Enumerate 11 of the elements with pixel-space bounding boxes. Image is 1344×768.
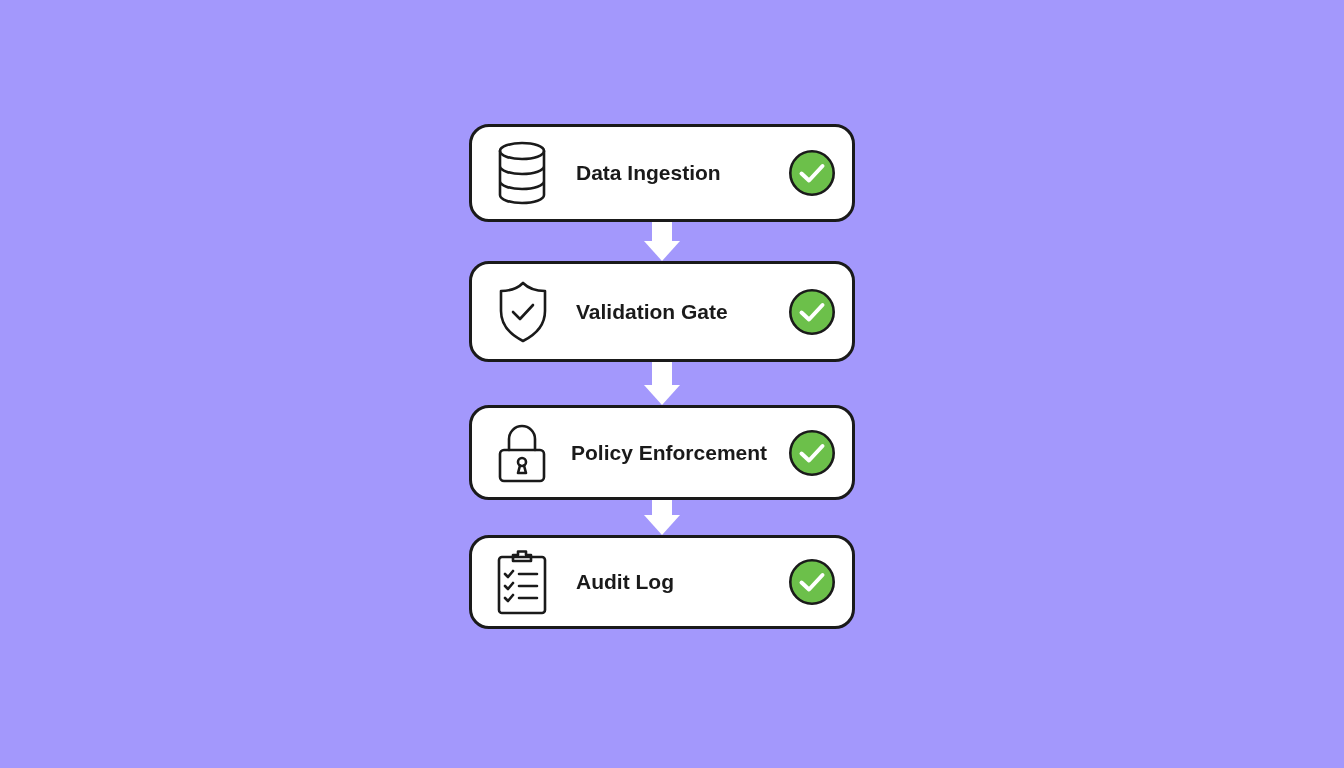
step-title: Audit Log: [576, 569, 674, 595]
step-card: [469, 261, 855, 362]
step-title: Data Ingestion: [576, 160, 721, 186]
flow-arrow: [644, 362, 680, 405]
step-card: [469, 124, 855, 222]
step-title: Validation Gate: [576, 298, 728, 325]
flow-arrow: [644, 500, 680, 535]
step-card: [469, 535, 855, 629]
step-title: Policy Enforcement: [571, 439, 768, 466]
step-card: [469, 405, 855, 500]
flow-arrow: [644, 222, 680, 261]
